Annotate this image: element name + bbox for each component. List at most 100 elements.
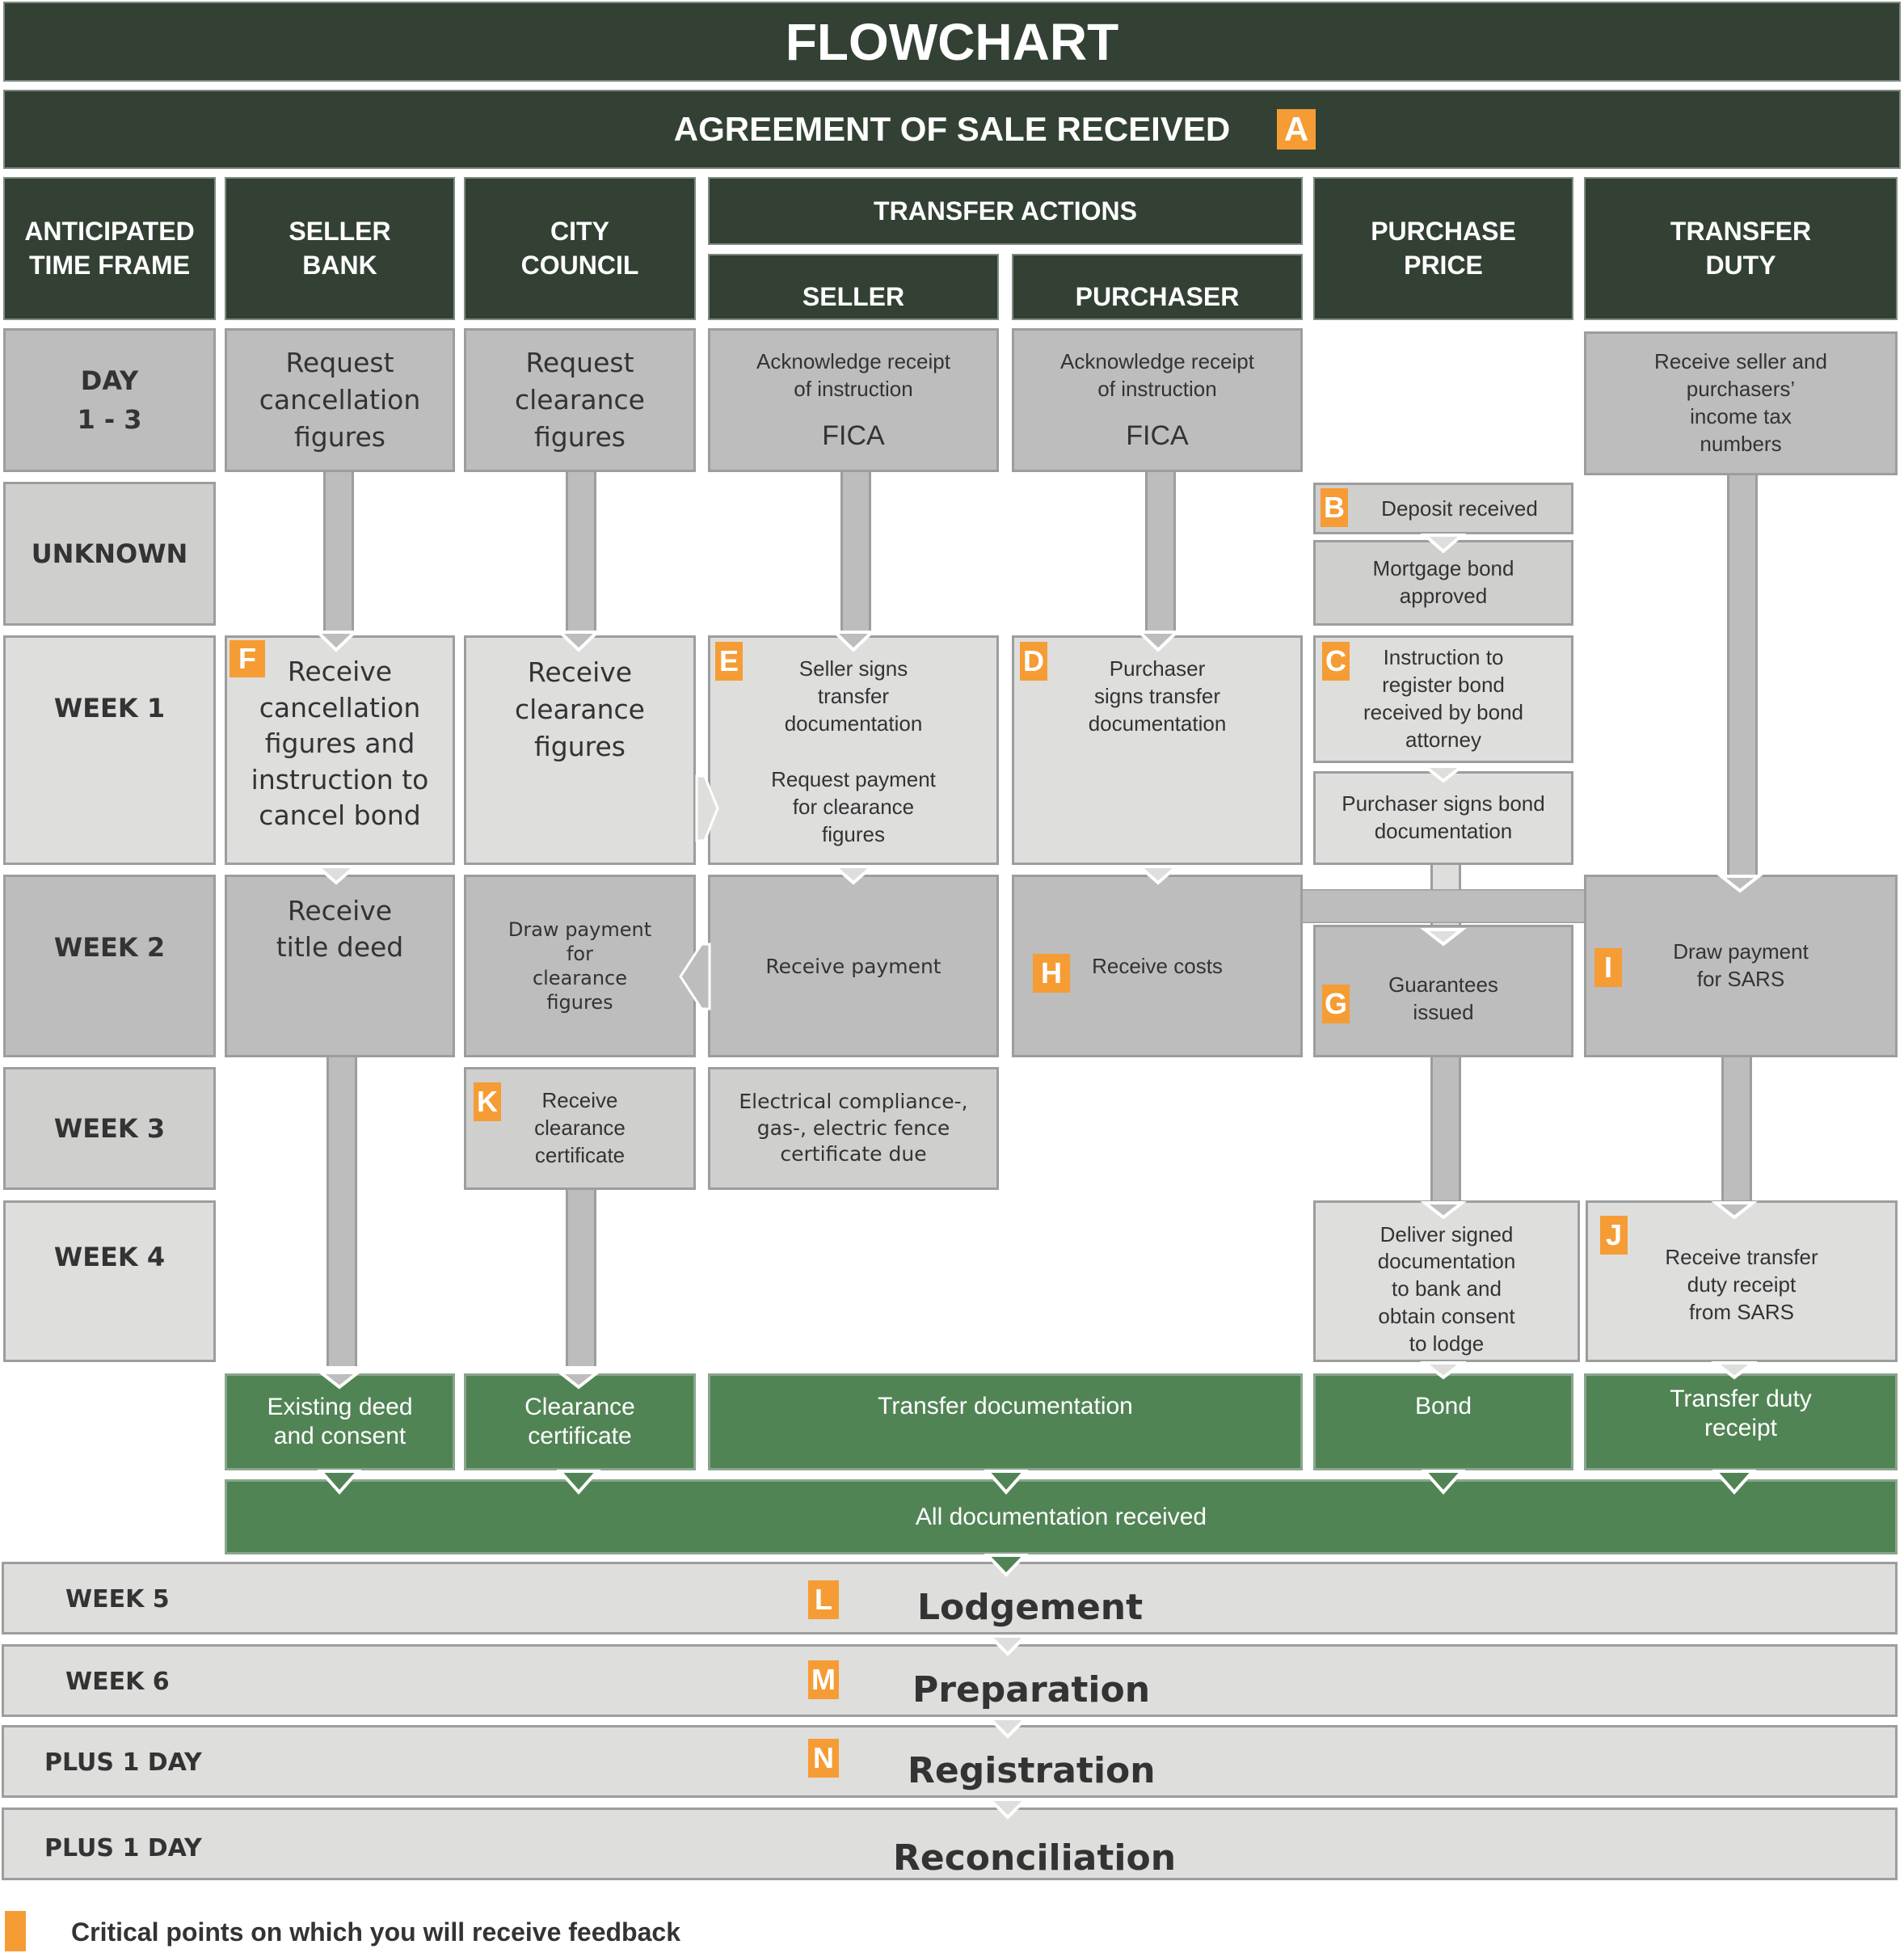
step-text: Receive clearance certificate — [534, 1088, 626, 1167]
doc-text: Clearance certificate — [524, 1394, 635, 1449]
stage-lodgement: WEEK 5 Lodgement — [2, 1562, 1898, 1635]
arrow-seller-fica-to-sign — [840, 472, 871, 634]
step-text-request-payment: Request payment for clearance figures — [771, 767, 936, 846]
time-unknown: UNKNOWN — [3, 482, 216, 626]
badge-j-label: J — [1605, 1218, 1623, 1251]
step-guarantees-issued: Guarantees issued — [1313, 925, 1573, 1057]
time-week-3: WEEK 3 — [3, 1067, 216, 1190]
arrow-title-deed-to-existing-deed — [326, 1056, 357, 1366]
step-text: Receive transfer duty receipt from SARS — [1665, 1245, 1818, 1324]
fica-label: FICA — [822, 420, 885, 452]
doc-text: Transfer documentation — [878, 1393, 1133, 1419]
step-text: Deposit received — [1381, 496, 1538, 521]
badge-m-label: M — [811, 1663, 836, 1696]
badge-h-label: H — [1041, 956, 1062, 989]
step-text: Acknowledge receipt of instruction — [756, 348, 950, 401]
stage-time-label: PLUS 1 DAY — [44, 1834, 202, 1862]
step-text: Receive title deed — [276, 895, 404, 963]
badge-g: G — [1322, 985, 1350, 1023]
col-header-transfer-actions: TRANSFER ACTIONS — [708, 177, 1303, 245]
legend-text: Critical points on which you will receiv… — [71, 1917, 680, 1947]
badge-c: C — [1322, 642, 1350, 681]
badge-c-label: C — [1325, 644, 1346, 677]
badge-a-label: A — [1283, 110, 1309, 148]
badge-l-label: L — [815, 1583, 832, 1616]
step-deposit-received: Deposit received — [1313, 483, 1573, 534]
step-text: Receive seller and purchasers’ income ta… — [1654, 349, 1827, 456]
step-draw-clearance-payment: Draw payment for clearance figures — [464, 875, 696, 1057]
step-draw-payment-sars: Draw payment for SARS — [1584, 875, 1898, 1057]
badge-l: L — [808, 1580, 839, 1619]
step-receive-clearance-certificate: Receive clearance certificate — [464, 1067, 696, 1190]
legend-swatch — [5, 1911, 26, 1951]
step-purchaser-signs-bond: Purchaser signs bond documentation — [1313, 771, 1573, 865]
col-header-seller-bank: SELLER BANK — [225, 177, 455, 320]
step-text: Draw payment for SARS — [1673, 939, 1809, 991]
time-week-4: WEEK 4 — [3, 1200, 216, 1362]
badge-e-label: E — [718, 644, 739, 677]
badge-i: I — [1594, 948, 1622, 987]
stage-time-label: WEEK 5 — [65, 1585, 170, 1613]
arrow-bank-request-to-receive — [323, 472, 354, 634]
badge-d-label: D — [1023, 644, 1044, 677]
badge-k: K — [474, 1082, 501, 1121]
step-text: Deliver signed documentation to bank and… — [1377, 1221, 1516, 1356]
col-header-time-frame: ANTICIPATED TIME FRAME — [3, 177, 216, 320]
badge-b: B — [1321, 488, 1348, 527]
stage-label: Preparation — [912, 1669, 1151, 1710]
doc-clearance-certificate: Clearance certificate — [464, 1373, 696, 1470]
arrow-costs-to-sars — [1301, 889, 1600, 923]
step-text: Request clearance figures — [515, 346, 645, 453]
title-text: FLOWCHART — [785, 12, 1119, 71]
col-header-city-council: CITY COUNCIL — [464, 177, 696, 320]
col-header-transfer-duty: TRANSFER DUTY — [1584, 177, 1898, 320]
agreement-banner: AGREEMENT OF SALE RECEIVED — [3, 90, 1901, 169]
step-text: Draw payment for clearance figures — [508, 918, 652, 1014]
stage-time-label: PLUS 1 DAY — [44, 1748, 202, 1777]
step-deliver-signed-documentation: Deliver signed documentation to bank and… — [1313, 1200, 1580, 1362]
badge-n: N — [808, 1739, 839, 1778]
step-receive-duty-receipt: Receive transfer duty receipt from SARS — [1586, 1200, 1898, 1362]
step-receive-clearance-figures: Receive clearance figures — [464, 635, 696, 865]
step-text: Purchaser signs transfer documentation — [1088, 656, 1227, 736]
step-text: Receive costs — [1092, 953, 1223, 978]
step-text: Receive cancellation figures and instruc… — [251, 656, 429, 832]
col-header-purchase-price: PURCHASE PRICE — [1313, 177, 1573, 320]
doc-transfer-documentation: Transfer documentation — [708, 1373, 1303, 1470]
badge-h: H — [1033, 954, 1070, 993]
step-request-cancellation-figures: Request cancellation figures — [225, 328, 455, 472]
doc-text: Bond — [1414, 1393, 1472, 1419]
stage-label: Registration — [908, 1750, 1156, 1791]
badge-f-label: F — [238, 642, 256, 675]
time-day-1-3: DAY 1 - 3 — [3, 328, 216, 472]
step-compliance-certificates: Electrical compliance-, gas-, electric f… — [708, 1067, 999, 1190]
step-request-clearance-figures: Request clearance figures — [464, 328, 696, 472]
stage-registration: PLUS 1 DAY Registration — [2, 1725, 1898, 1798]
step-text: Instruction to register bond received by… — [1363, 645, 1524, 752]
arrow-sars-to-receipt — [1721, 1056, 1752, 1206]
badge-k-label: K — [477, 1085, 498, 1118]
stage-label: Lodgement — [917, 1587, 1144, 1628]
doc-text: Transfer duty receipt — [1670, 1386, 1812, 1441]
step-seller-acknowledge: Acknowledge receipt of instruction FICA — [708, 328, 999, 472]
doc-bond: Bond — [1313, 1373, 1573, 1470]
step-purchaser-acknowledge: Acknowledge receipt of instruction FICA — [1012, 328, 1303, 472]
badge-b-label: B — [1324, 491, 1345, 524]
doc-transfer-duty-receipt: Transfer duty receipt — [1584, 1373, 1898, 1470]
doc-all-received: All documentation received — [225, 1479, 1898, 1554]
step-receive-title-deed: Receive title deed — [225, 875, 455, 1057]
step-text: Purchaser signs bond documentation — [1342, 791, 1545, 843]
badge-f: F — [230, 640, 265, 677]
badge-d: D — [1020, 642, 1047, 681]
step-text: Acknowledge receipt of instruction — [1060, 348, 1254, 401]
step-bond-instruction: Instruction to register bond received by… — [1313, 635, 1573, 763]
doc-existing-deed: Existing deed and consent — [225, 1373, 455, 1470]
step-seller-signs-transfer: Seller signs transfer documentation Requ… — [708, 635, 999, 865]
step-receive-cancellation-figures: Receive cancellation figures and instruc… — [225, 635, 455, 865]
step-text: Receive clearance figures — [515, 656, 645, 763]
badge-i-label: I — [1603, 951, 1612, 984]
step-mortgage-approved: Mortgage bond approved — [1313, 540, 1573, 626]
arrow-duty-numbers-to-sars — [1727, 475, 1758, 879]
stage-label: Reconciliation — [893, 1837, 1177, 1879]
time-week-2: WEEK 2 — [3, 875, 216, 1057]
